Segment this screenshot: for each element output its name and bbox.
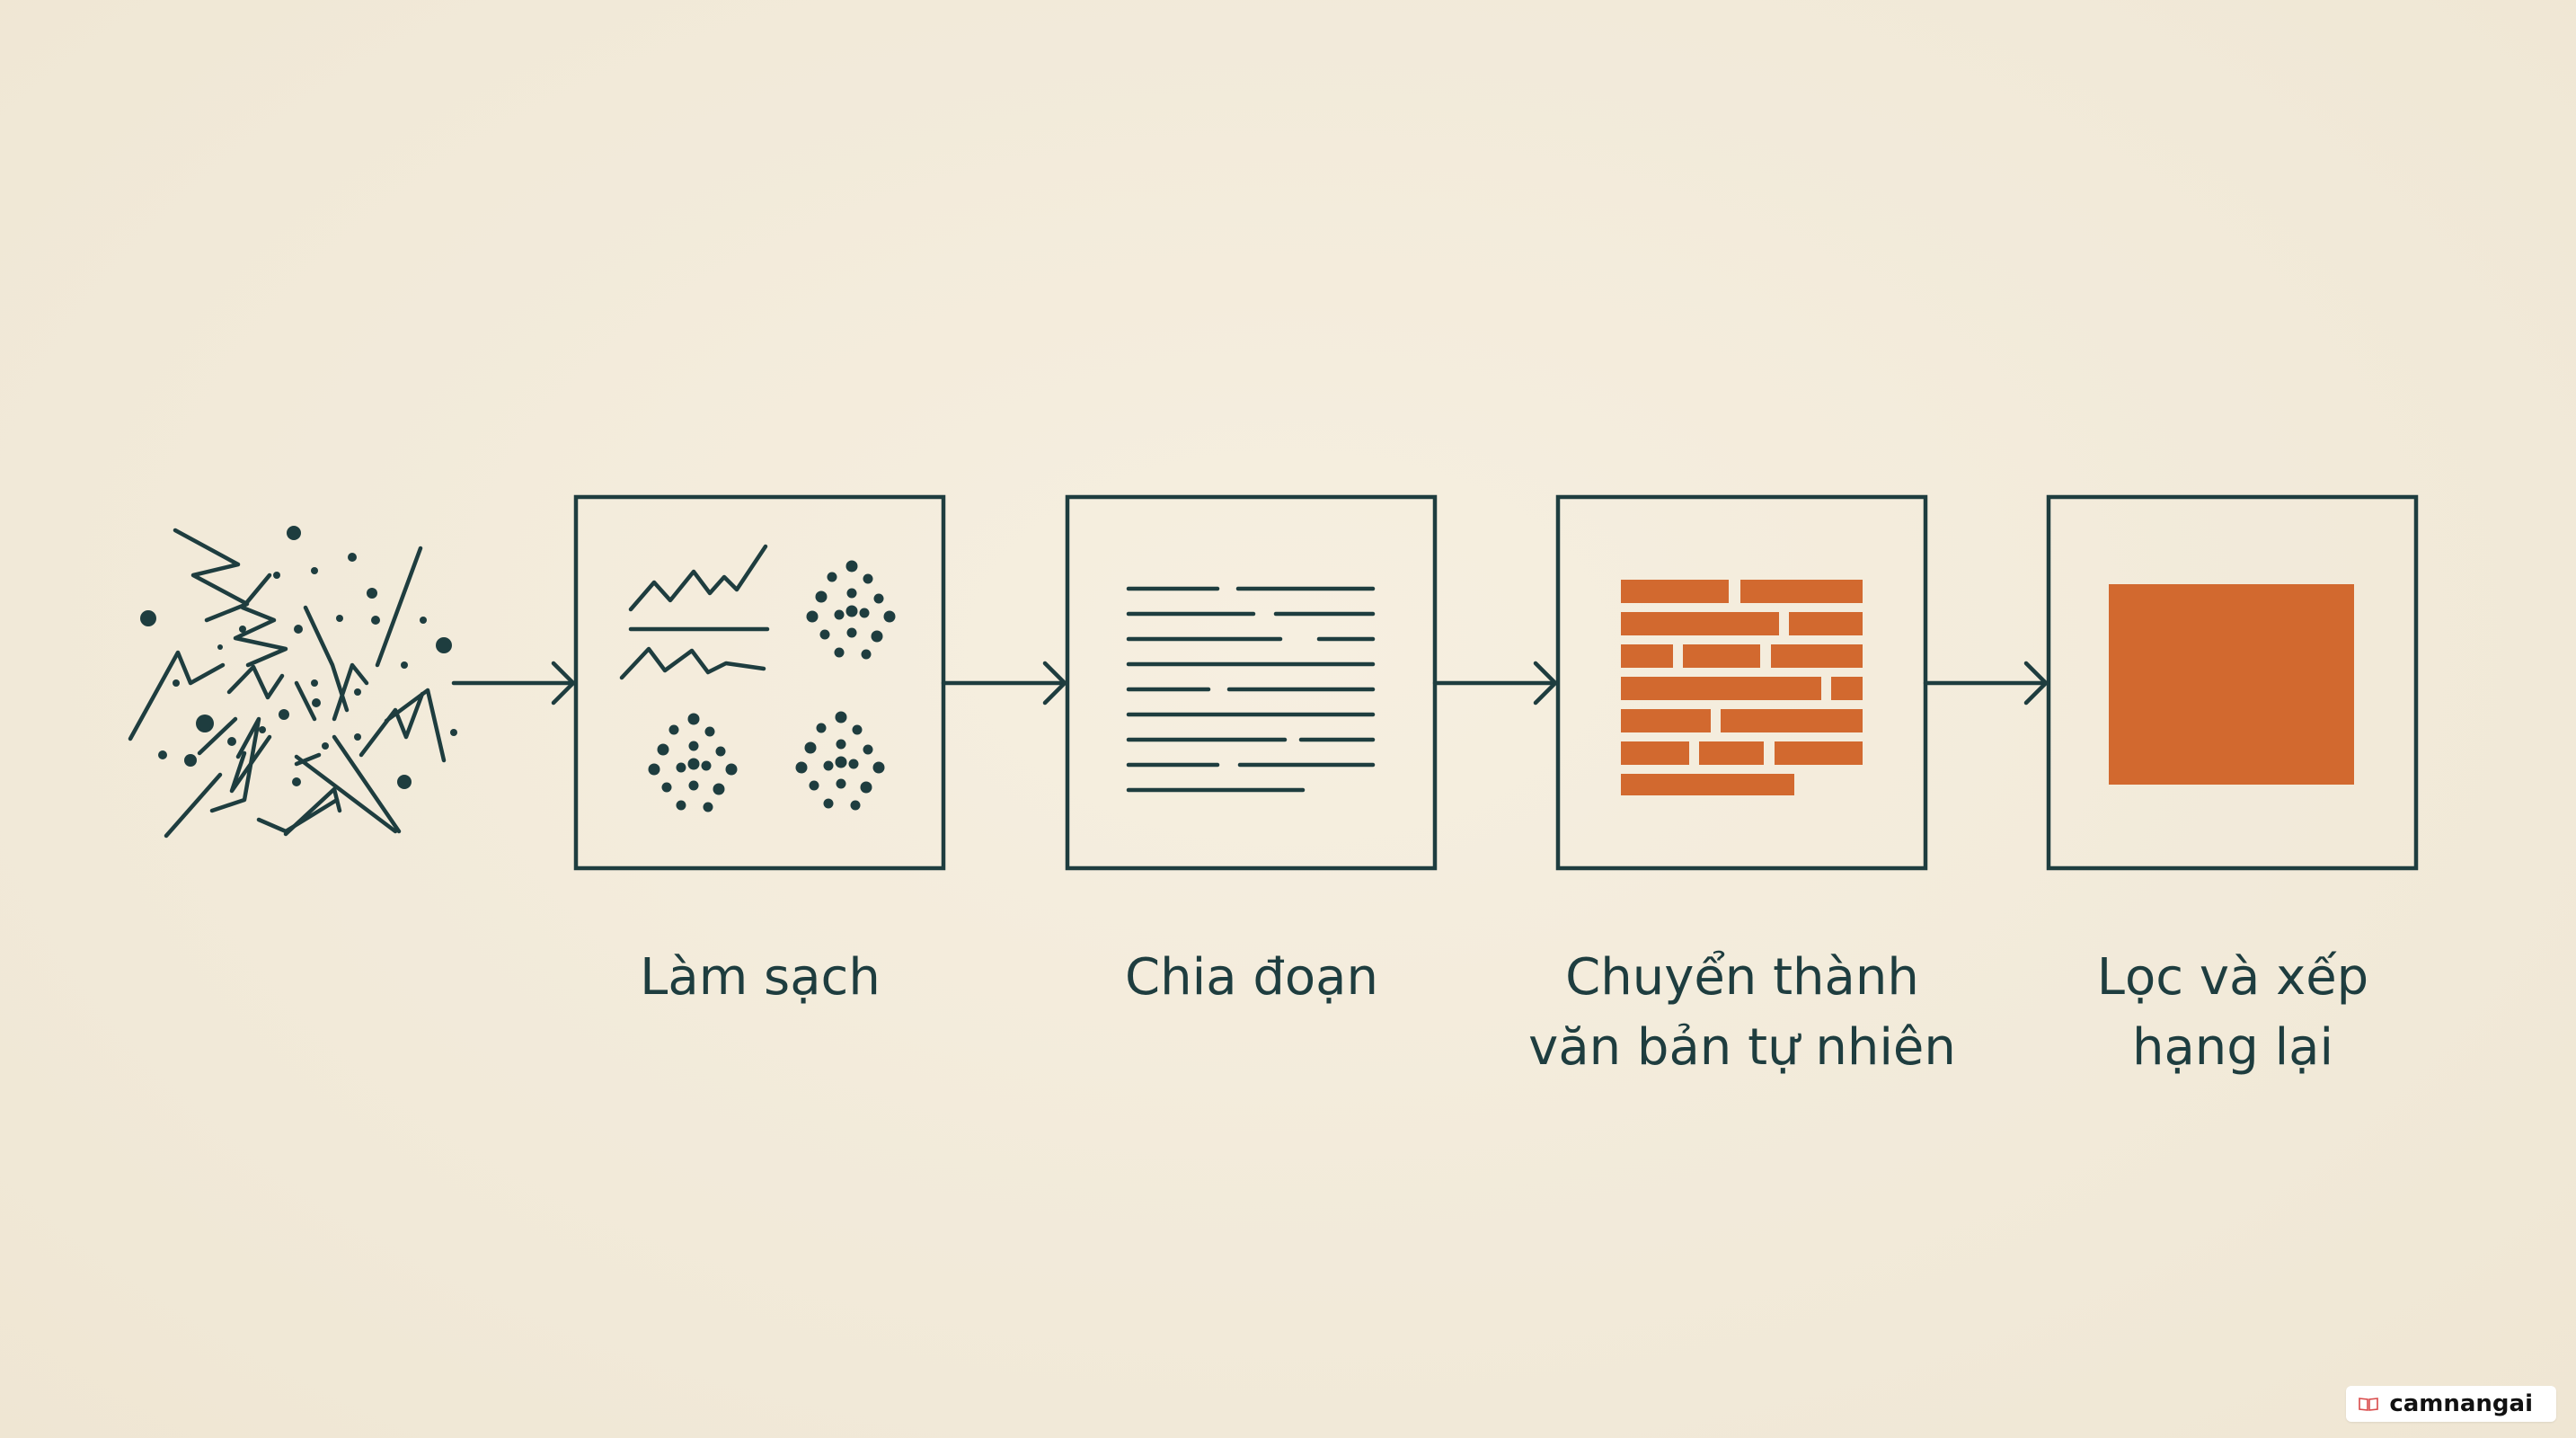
- clustered-dots-icon: [619, 544, 896, 812]
- cluster-dot: [836, 778, 846, 789]
- cluster-dot: [852, 724, 863, 735]
- cluster-dot: [704, 726, 715, 737]
- text-lines-icon: [1126, 586, 1376, 793]
- cluster-dot: [713, 783, 725, 795]
- step-label-line: hạng lại: [2131, 1018, 2334, 1077]
- box-filter: [2046, 494, 2419, 871]
- cluster-dot: [688, 780, 699, 791]
- cluster-dot: [703, 802, 713, 812]
- cluster-dot: [701, 760, 712, 771]
- cluster-dot: [676, 762, 686, 773]
- cluster-dot: [861, 649, 872, 660]
- cluster-dot: [873, 593, 884, 604]
- arrow-icon: [941, 661, 1067, 706]
- solid-block-icon: [2109, 584, 2354, 785]
- cluster-dot: [846, 588, 857, 599]
- cluster-dot: [816, 723, 827, 733]
- arrow-icon: [1432, 661, 1558, 706]
- cluster-dot: [657, 743, 669, 756]
- cluster-dot: [872, 761, 885, 774]
- cluster-dot: [819, 629, 830, 640]
- cluster-dot: [687, 713, 700, 725]
- cluster-dot: [815, 590, 828, 603]
- cluster-dot: [834, 647, 845, 658]
- step-label-line: Chuyển thành: [1565, 948, 1919, 1007]
- arrow-icon: [1923, 661, 2049, 706]
- cluster-dot: [676, 800, 686, 811]
- step-label-line: Chia đoạn: [1125, 948, 1378, 1007]
- step-label-line: văn bản tự nhiên: [1528, 1018, 1956, 1077]
- watermark-badge: camnangai: [2346, 1386, 2556, 1422]
- cluster-dot: [871, 630, 883, 643]
- cluster-dot: [688, 741, 699, 751]
- step-label-chunk: Chia đoạn: [1018, 943, 1485, 1013]
- cluster-dot: [795, 761, 808, 774]
- step-label-line: Lọc và xếp: [2096, 948, 2369, 1007]
- watermark-text: camnangai: [2389, 1390, 2533, 1417]
- book-icon: [2359, 1398, 2379, 1411]
- cluster-dot: [725, 763, 738, 776]
- step-label-filter: Lọc và xếp hạng lại: [1999, 943, 2466, 1083]
- step-label-convert: Chuyển thành văn bản tự nhiên: [1509, 943, 1976, 1083]
- cluster-dot: [668, 724, 679, 735]
- cluster-dot: [823, 760, 834, 771]
- cluster-dot: [845, 605, 858, 617]
- step-label-line: Làm sạch: [640, 948, 881, 1007]
- cluster-dot: [827, 572, 837, 582]
- chaotic-scribble-icon: [128, 528, 447, 839]
- step-boxes: [573, 494, 2419, 871]
- cluster-dot: [835, 756, 847, 768]
- cluster-dot: [846, 627, 857, 638]
- cluster-dot: [715, 746, 726, 757]
- cluster-dot: [661, 782, 672, 793]
- cluster-dot: [806, 610, 819, 623]
- cluster-dot: [883, 610, 896, 623]
- box-chunk: [1065, 494, 1438, 871]
- cluster-dot: [863, 573, 873, 584]
- cluster-dot: [845, 560, 858, 573]
- flow-arrows: [451, 661, 2049, 706]
- cluster-dot: [850, 800, 861, 811]
- cluster-dot: [848, 759, 859, 769]
- cluster-dot: [836, 739, 846, 750]
- cluster-dot: [687, 758, 700, 770]
- cluster-dot: [809, 780, 819, 791]
- step-label-clean: Làm sạch: [527, 943, 994, 1013]
- scribble-dots: [140, 526, 457, 789]
- cluster-dot: [835, 711, 847, 723]
- cluster-dot: [834, 609, 845, 620]
- cluster-dot: [804, 741, 817, 754]
- cluster-dot: [823, 798, 834, 809]
- arrow-icon: [451, 661, 576, 706]
- cluster-dot: [648, 763, 660, 776]
- cluster-dot: [863, 744, 873, 755]
- brick-wall-icon: [1621, 580, 1863, 795]
- cluster-dot: [859, 608, 870, 618]
- cluster-dot: [860, 781, 872, 794]
